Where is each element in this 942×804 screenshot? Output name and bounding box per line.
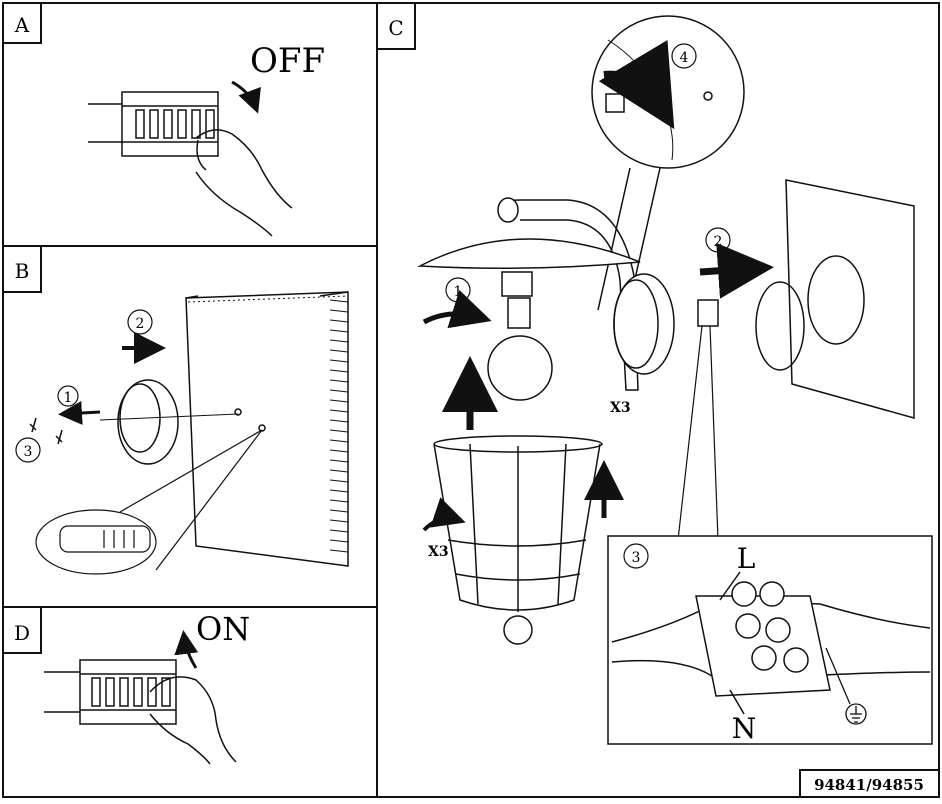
terminal-block — [611, 571, 931, 715]
direction-arrow-icon — [699, 242, 774, 299]
rotation-arrow-icon — [174, 630, 199, 669]
panel-letter-box — [2, 2, 42, 44]
off-label: OFF — [250, 41, 325, 81]
step-number: 1 — [454, 284, 463, 300]
step-number: 4 — [680, 50, 689, 66]
panel-letter-box — [2, 606, 42, 654]
wall-plug-callout — [35, 429, 263, 575]
panel-letter: D — [14, 621, 30, 645]
rotation-arrow-icon — [231, 80, 261, 114]
panel-letter: C — [388, 16, 403, 40]
direction-arrow-icon — [58, 401, 101, 425]
model-number: 94841/94855 — [814, 776, 924, 794]
live-terminal-label: L — [737, 542, 756, 575]
step-number: 2 — [136, 316, 145, 332]
wall — [185, 291, 349, 567]
screw-icons — [29, 417, 63, 445]
panel-letter: A — [14, 13, 30, 37]
mounting-plate — [99, 379, 239, 465]
panel-letter: B — [15, 259, 30, 283]
step-number: 2 — [714, 234, 723, 250]
panel-a: A OFF — [2, 2, 325, 237]
fixture-screw-qty: X3 — [610, 400, 631, 416]
lantern-cage — [433, 435, 603, 645]
light-bulb — [487, 297, 553, 401]
lamp-fixture — [417, 197, 675, 391]
step-number: 3 — [632, 550, 641, 566]
cage-screw-qty: X3 — [428, 544, 449, 560]
callout-line — [709, 325, 719, 541]
neutral-terminal-label: N — [732, 712, 757, 745]
fuse-box — [44, 659, 177, 725]
rotation-arrow-icon — [422, 289, 492, 329]
step-number: 3 — [24, 444, 33, 460]
model-number-box — [799, 769, 940, 798]
hand-sketch — [149, 676, 237, 765]
rotation-arrow-icon — [422, 497, 466, 532]
panel-d: D ON — [2, 606, 250, 765]
earth-ground-icon — [825, 647, 867, 725]
panel-letter-box — [2, 245, 42, 293]
fuse-box — [88, 91, 219, 157]
callout-line — [677, 325, 703, 541]
hand-sketch — [195, 129, 293, 237]
step-badge — [623, 543, 649, 569]
step-badge — [15, 437, 41, 463]
panel-letter-box — [376, 2, 416, 50]
detail-magnifier — [591, 15, 745, 311]
panel-b: B — [2, 245, 349, 575]
wall-mount — [697, 179, 915, 419]
step-number: 1 — [64, 390, 73, 406]
panel-c: C 4 X3 1 — [376, 2, 933, 745]
step-badge — [671, 43, 697, 69]
on-label: ON — [196, 610, 250, 648]
